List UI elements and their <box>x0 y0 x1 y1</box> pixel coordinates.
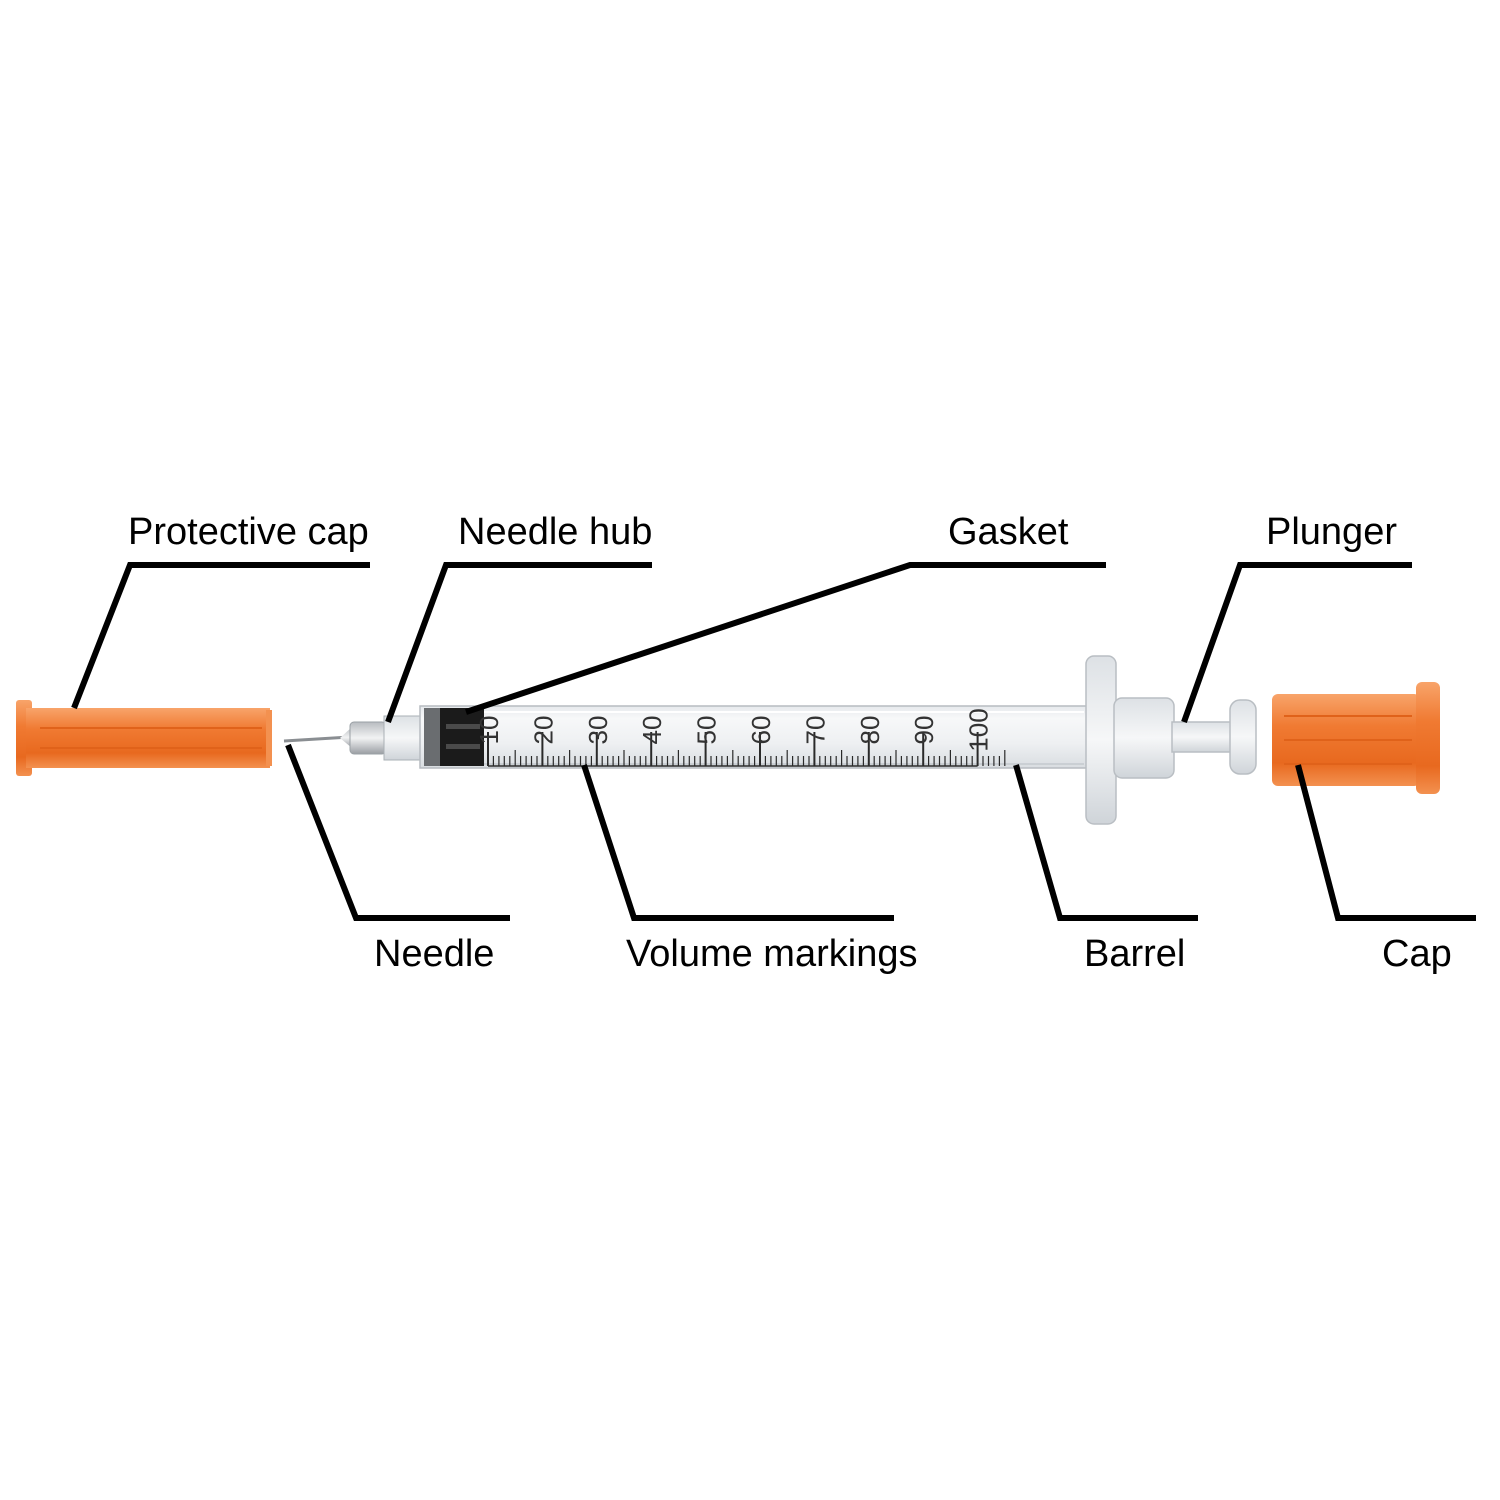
label-volume-markings: Volume markings <box>626 933 917 975</box>
label-protective-cap: Protective cap <box>128 511 369 553</box>
protective-cap-part <box>16 700 272 776</box>
plunger-part <box>1171 699 1257 775</box>
leader-needle <box>285 743 510 921</box>
scale-number: 70 <box>800 716 830 745</box>
gasket-part <box>424 708 484 766</box>
scale-number: 50 <box>692 716 722 745</box>
scale-number: 30 <box>583 716 613 745</box>
scale-number: 80 <box>855 716 885 745</box>
leader-plunger <box>1181 562 1412 724</box>
scale-number: 100 <box>964 708 994 751</box>
label-gasket: Gasket <box>948 511 1069 553</box>
scale-number: 10 <box>474 716 504 745</box>
scale-number: 60 <box>746 716 776 745</box>
finger-flange-part <box>1085 655 1175 825</box>
leader-gasket <box>465 562 1106 715</box>
leader-barrel <box>1013 764 1198 921</box>
leader-protective-cap <box>71 562 370 710</box>
scale-number: 20 <box>528 716 558 745</box>
volume-scale: 10 20 30 40 50 60 70 80 90 100 <box>474 708 1006 767</box>
label-barrel: Barrel <box>1084 933 1185 975</box>
needle-part <box>283 727 352 748</box>
label-needle-hub: Needle hub <box>458 511 652 553</box>
scale-number: 40 <box>637 716 667 745</box>
leader-cap <box>1295 764 1476 921</box>
scale-number: 90 <box>909 716 939 745</box>
leader-volume-markings <box>581 764 894 921</box>
label-cap: Cap <box>1382 933 1452 975</box>
needle-hub-part <box>349 715 423 761</box>
leader-needle-hub <box>385 562 652 724</box>
label-plunger: Plunger <box>1266 511 1397 553</box>
cap-part <box>1272 682 1440 794</box>
label-needle: Needle <box>374 933 494 975</box>
